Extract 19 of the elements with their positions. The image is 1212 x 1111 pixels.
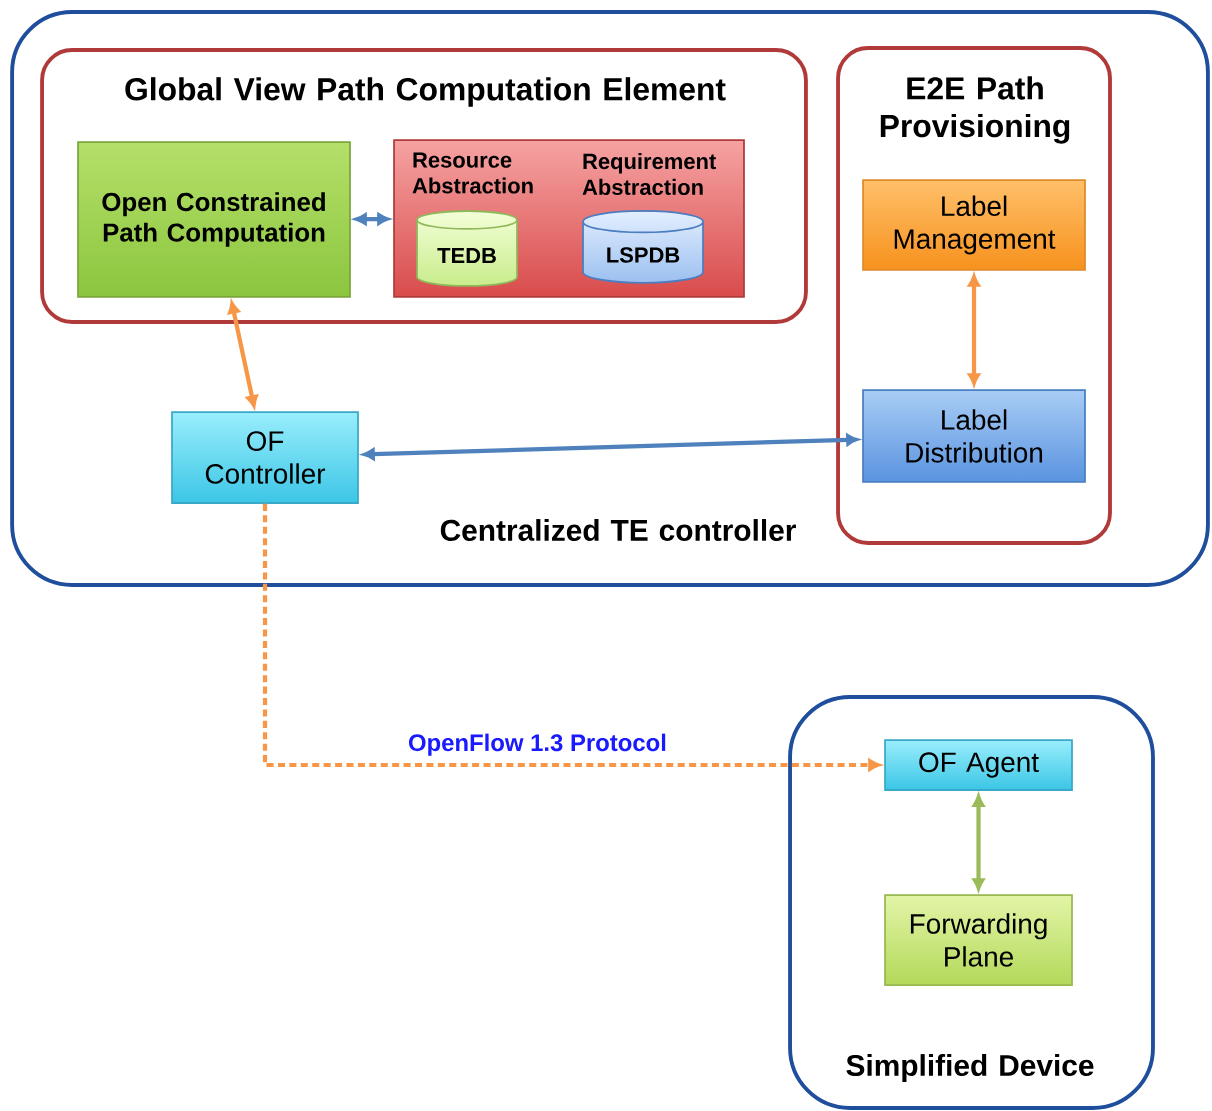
process-box: OF Agent	[884, 739, 1073, 791]
arrow	[227, 301, 258, 408]
process-box: Forwarding Plane	[884, 894, 1073, 986]
box-label: Resource Abstraction	[412, 152, 533, 194]
database-cylinder: TEDB	[416, 210, 518, 287]
heading: Global View Path Computation Element	[125, 77, 726, 107]
process-box: Label Distribution	[862, 389, 1086, 483]
arrow	[968, 274, 980, 386]
process-box: Label Management	[862, 179, 1086, 271]
arrow	[354, 213, 390, 226]
heading: Simplified Device	[846, 1054, 1094, 1082]
heading: E2E Path Provisioning	[880, 76, 1070, 144]
heading: Centralized TE controller	[440, 519, 796, 541]
arrow	[262, 503, 881, 771]
edge-label: OpenFlow 1.3 Protocol	[406, 731, 669, 758]
box-label: Requirement Abstraction	[582, 153, 716, 195]
process-box: Open Constrained Path Computation	[77, 141, 351, 298]
database-cylinder: LSPDB	[582, 210, 704, 284]
process-box: OF Controller	[171, 411, 359, 504]
